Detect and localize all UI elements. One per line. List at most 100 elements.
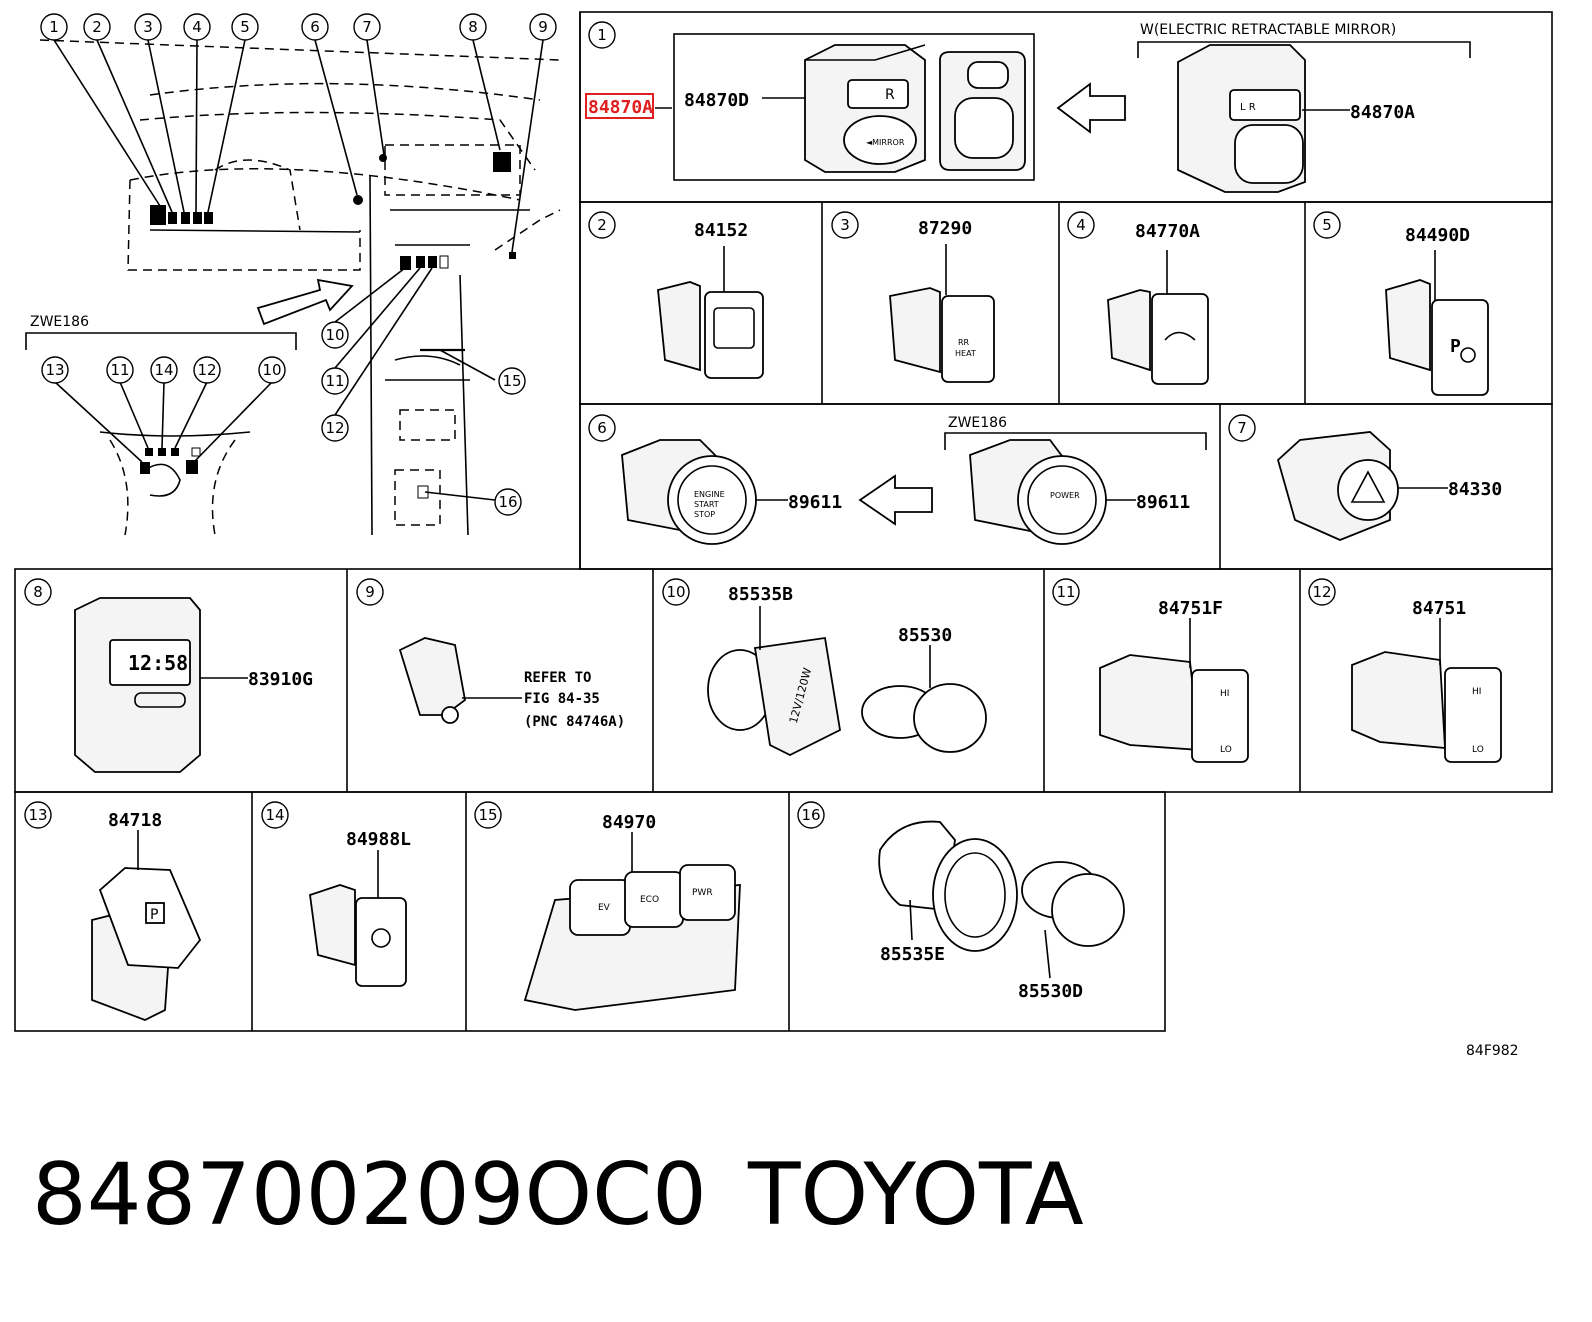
- part-label[interactable]: 84770A: [1135, 221, 1200, 242]
- overview-callout-12: 12: [321, 414, 349, 442]
- part-label[interactable]: 85535E: [880, 944, 945, 965]
- svg-text:ENGINE: ENGINE: [694, 490, 725, 499]
- cell-number-16-circle: [797, 801, 825, 829]
- cell-13: P 84718: [91, 810, 202, 1021]
- part-label[interactable]: 84751: [1412, 598, 1466, 619]
- cell-7: 84330: [1276, 431, 1502, 541]
- cell-9: REFER TO FIG 84-35 (PNC 84746A): [398, 637, 625, 730]
- cell-16: 85535E 85530D: [878, 820, 1125, 1002]
- variant-callout-13: 13: [41, 356, 69, 384]
- part-label[interactable]: 84751F: [1158, 598, 1223, 619]
- overview-callout-1-number: 1: [49, 18, 59, 36]
- part-label[interactable]: 84718: [108, 810, 162, 831]
- svg-text:P: P: [1450, 336, 1461, 357]
- part-label[interactable]: 84330: [1448, 479, 1502, 500]
- part-label[interactable]: 85535B: [728, 584, 793, 605]
- overview-callout-9-circle: [529, 13, 557, 41]
- cell-number-13: 13: [24, 801, 52, 829]
- cell-grid: [14, 11, 1553, 1032]
- overview-callout-3-number: 3: [143, 18, 153, 36]
- cell-number-2-number: 2: [597, 216, 607, 234]
- cell-number-12-number: 12: [1312, 583, 1331, 601]
- overview-callout-4: 4: [183, 13, 211, 41]
- part-label[interactable]: 84870A: [1350, 102, 1415, 123]
- svg-text:LO: LO: [1472, 745, 1484, 755]
- part-label[interactable]: 85530: [898, 625, 952, 646]
- variant-callout-10-circle: [258, 356, 286, 384]
- cell-number-6-number: 6: [597, 419, 607, 437]
- variant-callout-10: 10: [258, 356, 286, 384]
- cell-number-10-circle: [662, 578, 690, 606]
- cell-number-11: 11: [1052, 578, 1080, 606]
- cell-number-7-number: 7: [1237, 419, 1247, 437]
- overview-callout-6: 6: [301, 13, 329, 41]
- overview-callout-2-circle: [83, 13, 111, 41]
- part-label[interactable]: 89611: [788, 492, 842, 513]
- cell-10: 12V/120W 85535B 85530: [707, 584, 987, 757]
- part-label[interactable]: 84152: [694, 220, 748, 241]
- highlighted-part-label[interactable]: 84870A: [588, 97, 653, 118]
- overview-callout-4-circle: [183, 13, 211, 41]
- variant-callout-11: 11: [106, 356, 134, 384]
- part-label[interactable]: 84970: [602, 812, 656, 833]
- cell-number-2: 2: [588, 211, 616, 239]
- svg-text:STOP: STOP: [694, 510, 715, 519]
- part-label[interactable]: 89611: [1136, 492, 1190, 513]
- figure-code: 84F982: [1466, 1043, 1519, 1059]
- refer-line: REFER TO: [524, 670, 591, 686]
- cell-11: HI LO 84751F: [1099, 598, 1249, 763]
- overview-callout-4-number: 4: [192, 18, 202, 36]
- overview-callout-15-number: 15: [502, 372, 521, 390]
- overview-callout-3-circle: [134, 13, 162, 41]
- cell-number-2-circle: [588, 211, 616, 239]
- overview-callout-11: 11: [321, 367, 349, 395]
- part-label[interactable]: 87290: [918, 218, 972, 239]
- overview-callout-1: 1: [40, 13, 68, 41]
- svg-text:LO: LO: [1220, 745, 1232, 755]
- part-label[interactable]: 84870D: [684, 90, 749, 111]
- cell-number-3-number: 3: [840, 216, 850, 234]
- variant-callout-11-circle: [106, 356, 134, 384]
- overview-callout-9-number: 9: [538, 18, 548, 36]
- cell-number-4: 4: [1067, 211, 1095, 239]
- part-label[interactable]: 83910G: [248, 669, 313, 690]
- footer-part-number: 848700209OC0: [32, 1145, 707, 1245]
- variant-callout-13-number: 13: [45, 361, 64, 379]
- cell-number-9-number: 9: [365, 583, 375, 601]
- cell-number-7-circle: [1228, 414, 1256, 442]
- variant-label: ZWE186: [30, 314, 89, 330]
- svg-text:HI: HI: [1220, 689, 1229, 699]
- cell-number-1-circle: [588, 21, 616, 49]
- overview-callout-7: 7: [353, 13, 381, 41]
- cell-number-14-circle: [261, 801, 289, 829]
- cell-number-11-number: 11: [1056, 583, 1075, 601]
- overview-callout-15-circle: [498, 367, 526, 395]
- overview-callout-16: 16: [494, 488, 522, 516]
- variant-callout-12-number: 12: [197, 361, 216, 379]
- part-label[interactable]: 84988L: [346, 829, 411, 850]
- cell-number-8: 8: [24, 578, 52, 606]
- overview-callout-2-number: 2: [92, 18, 102, 36]
- overview-callout-1-circle: [40, 13, 68, 41]
- cell-number-16: 16: [797, 801, 825, 829]
- svg-text:RR: RR: [958, 338, 970, 347]
- variant-callout-12-circle: [193, 356, 221, 384]
- cell-number-12-circle: [1308, 578, 1336, 606]
- overview-callout-3: 3: [134, 13, 162, 41]
- cell-number-15-circle: [474, 801, 502, 829]
- part-label[interactable]: 85530D: [1018, 981, 1083, 1002]
- cell-number-16-number: 16: [801, 806, 820, 824]
- cell-number-14-number: 14: [265, 806, 284, 824]
- cell-number-4-number: 4: [1076, 216, 1086, 234]
- cell-number-3: 3: [831, 211, 859, 239]
- cell-number-10-number: 10: [666, 583, 685, 601]
- cell-number-3-circle: [831, 211, 859, 239]
- cell-number-1: 1: [588, 21, 616, 49]
- part-label[interactable]: 84490D: [1405, 225, 1470, 246]
- cell-number-1-number: 1: [597, 26, 607, 44]
- variant-callout-12: 12: [193, 356, 221, 384]
- cell-8: 12:58 83910G: [74, 597, 313, 773]
- overview-callout-8-circle: [459, 13, 487, 41]
